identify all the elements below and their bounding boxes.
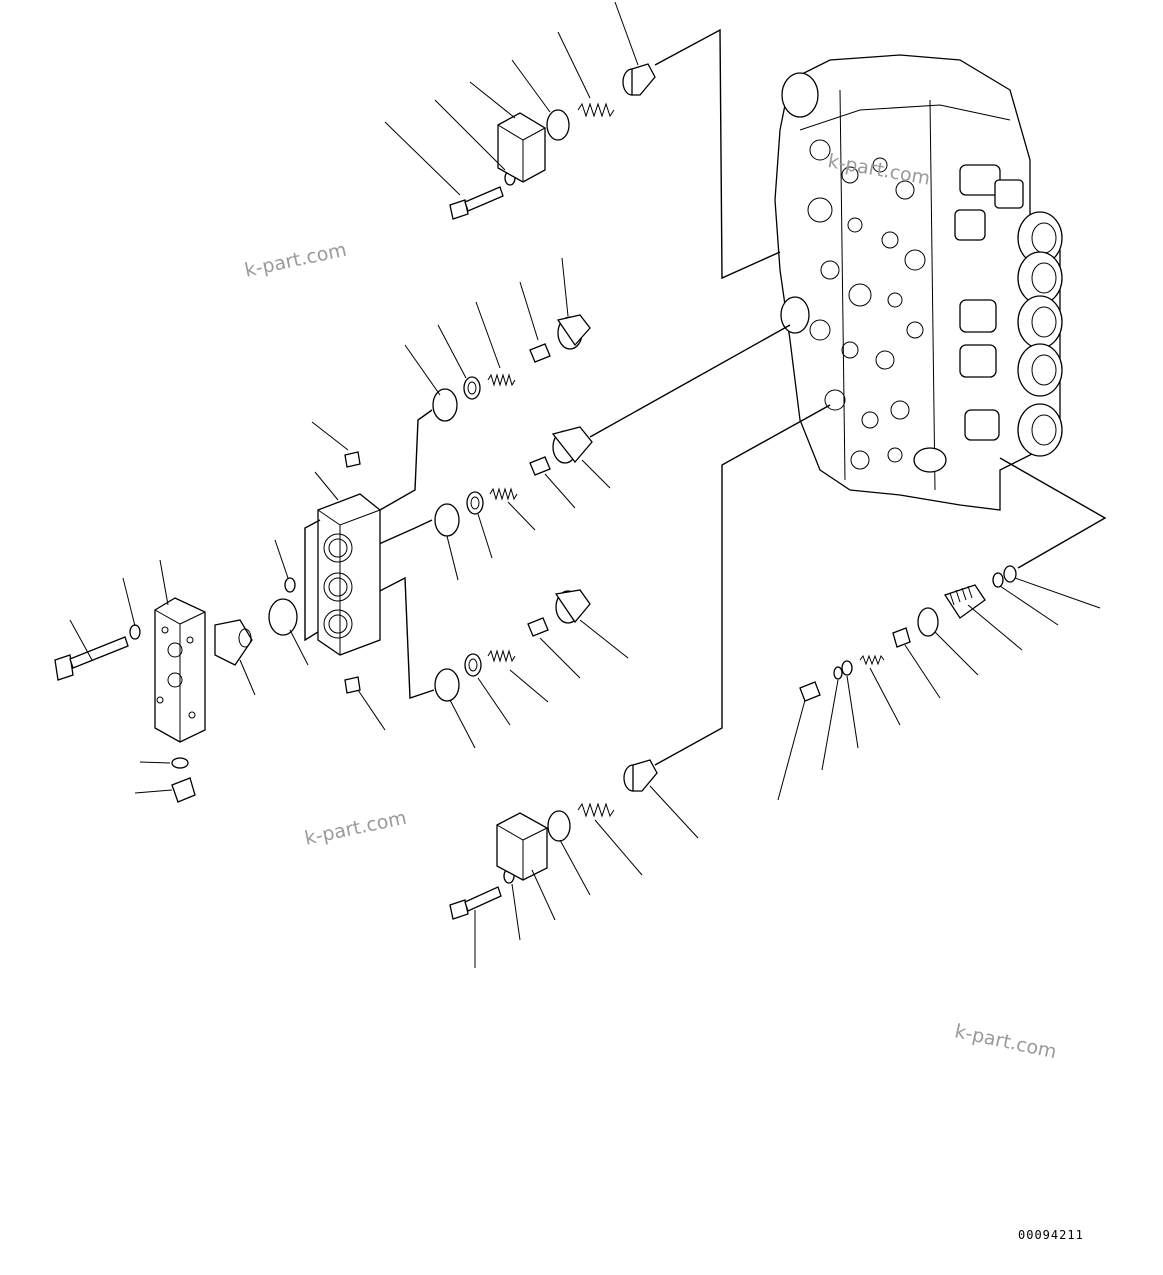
control-valve-assembly — [774, 54, 1063, 511]
center-block-group — [268, 421, 386, 731]
lower-cover-group — [449, 404, 831, 968]
upper-cover-group — [384, 1, 781, 280]
middle-cartridge-group — [369, 257, 791, 749]
relief-valve-group — [777, 457, 1107, 801]
drawing-code: 00094211 — [1018, 1228, 1084, 1242]
left-end-cover-group — [54, 559, 256, 803]
